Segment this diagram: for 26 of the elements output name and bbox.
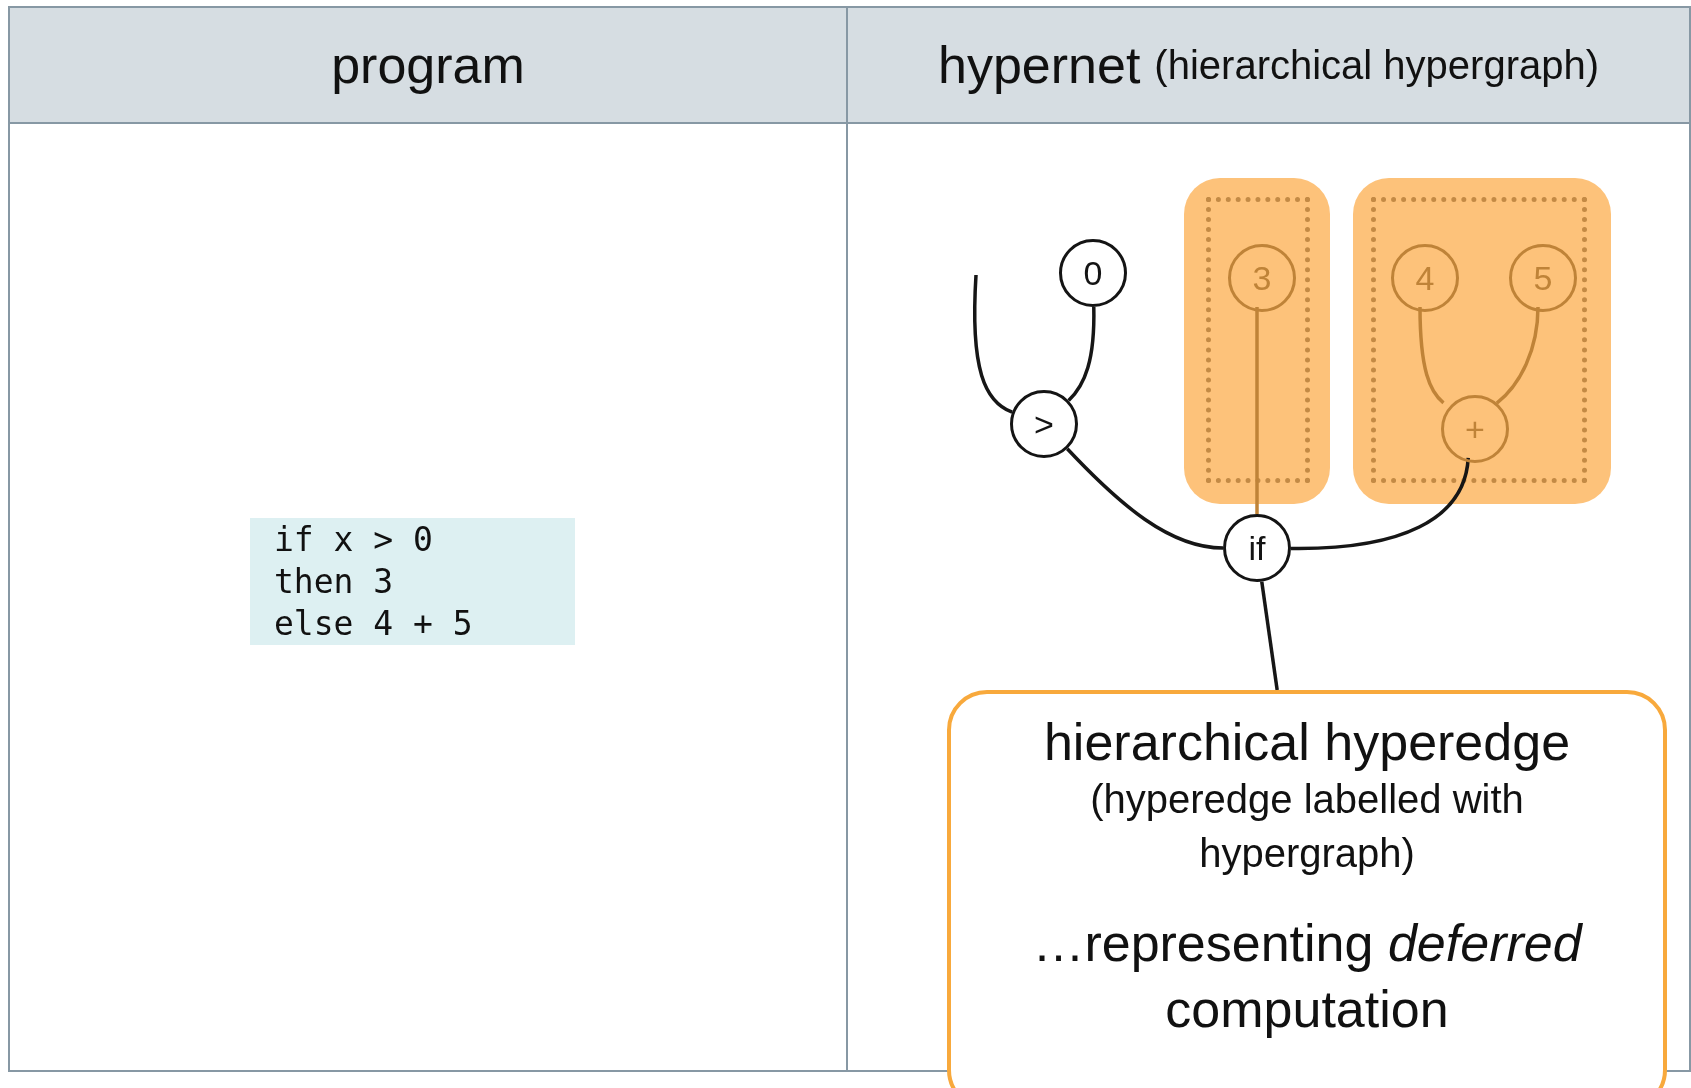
graph-node-circle: 5 (1509, 244, 1577, 312)
graph-node-circle: > (1010, 390, 1078, 458)
graph-node-circle: if (1223, 514, 1291, 582)
graph-node-circle: 4 (1391, 244, 1459, 312)
dotted-boundary-box (1206, 197, 1310, 483)
hyperedge-region (1353, 178, 1611, 504)
column-subheading: (hierarchical hypergraph) (1154, 42, 1599, 88)
graph-node-circle: 0 (1059, 239, 1127, 307)
connector-line (1255, 307, 1259, 514)
code-snippet: if x > 0 then 3 else 4 + 5 (250, 518, 575, 645)
callout-box (947, 690, 1667, 1088)
connector-line (1066, 447, 1224, 550)
connector-line (972, 274, 1013, 414)
column-heading: hypernet (938, 35, 1141, 95)
graph-node-circle: 3 (1228, 244, 1296, 312)
callout-title: hierarchical hyperedge (1043, 712, 1571, 772)
column-heading: program (331, 35, 525, 95)
callout-subtitle: (hyperedge labelled with hypergraph) (1089, 776, 1525, 877)
hyperedge-region (1184, 178, 1330, 504)
connector-line (1260, 581, 1279, 691)
dotted-boundary-box (1371, 197, 1587, 483)
graph-node-circle: + (1441, 395, 1509, 463)
connector-line (1495, 306, 1540, 405)
connector-line (1418, 306, 1445, 405)
callout-text: …representing deferred computation (1031, 913, 1584, 1040)
connector-line (1067, 306, 1096, 402)
